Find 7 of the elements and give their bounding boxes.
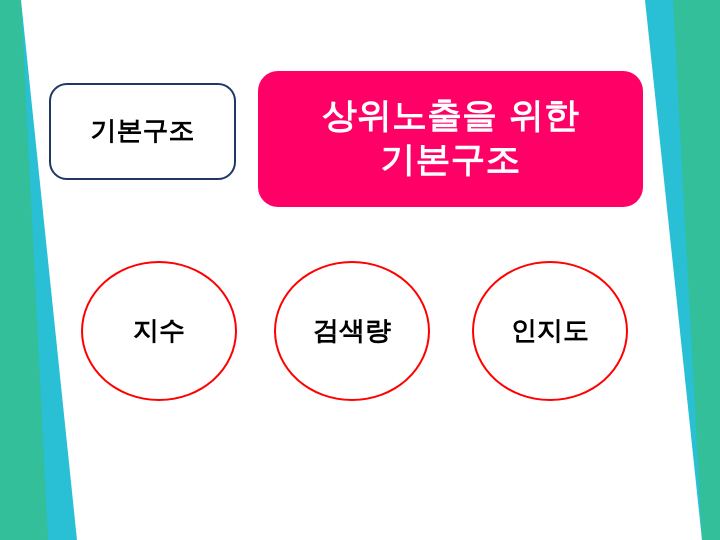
rounded-box bbox=[49, 83, 236, 180]
circle-label: 인지도 bbox=[511, 314, 589, 348]
box-label: 기본구조 bbox=[90, 115, 194, 148]
circle-label: 지수 bbox=[133, 314, 185, 348]
circle-label: 검색량 bbox=[313, 314, 391, 348]
title-box bbox=[258, 71, 643, 207]
title-text: 상위노출을 위한 기본구조 bbox=[320, 95, 580, 182]
